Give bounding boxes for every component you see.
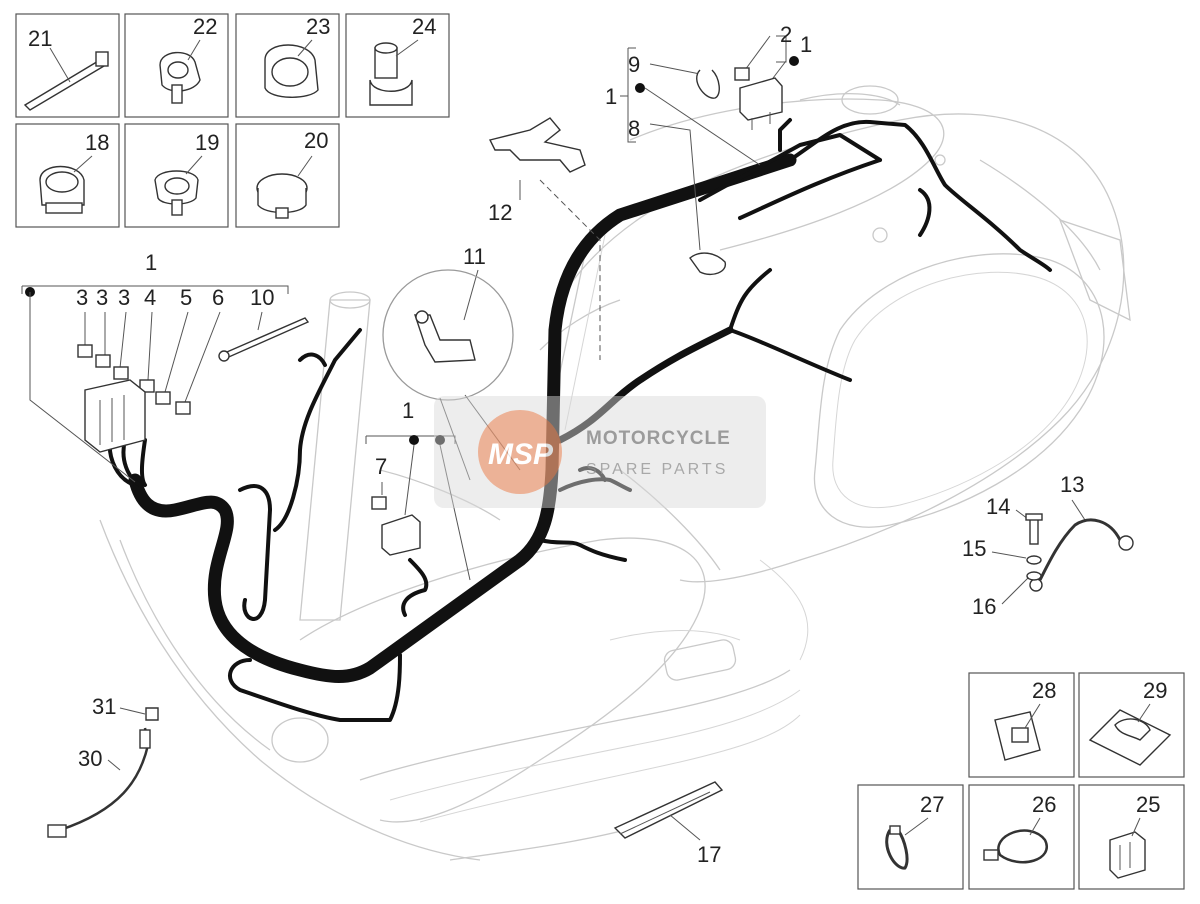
label-20: 20 (304, 128, 328, 153)
label-1-mid: 1 (402, 398, 414, 423)
label-31: 31 (92, 694, 116, 719)
label-13: 13 (1060, 472, 1084, 497)
main-wiring-harness (107, 118, 1052, 722)
floor-strip-17: 17 (613, 781, 724, 867)
label-8: 8 (628, 116, 640, 141)
label-9: 9 (628, 52, 640, 77)
label-30: 30 (78, 746, 102, 771)
label-16: 16 (972, 594, 996, 619)
label-28: 28 (1032, 678, 1056, 703)
label-21: 21 (28, 26, 52, 51)
label-1-fusegroup: 1 (145, 250, 157, 275)
label-23: 23 (306, 14, 330, 39)
label-1-battery: 1 (605, 84, 617, 109)
small-parts-box-22: 22 (124, 13, 229, 118)
watermark: MSP MOTORCYCLE SPARE PARTS (434, 396, 766, 508)
small-parts-box-28: 28 (968, 672, 1075, 778)
label-14: 14 (986, 494, 1010, 519)
small-parts-box-27: 27 (857, 784, 964, 890)
label-6: 6 (212, 285, 224, 310)
label-12: 12 (488, 200, 512, 225)
watermark-title: MOTORCYCLE (586, 428, 731, 449)
small-parts-box-18: 18 (15, 123, 120, 228)
sensor-cable-30-31: 31 30 (47, 694, 159, 838)
label-2: 2 (780, 22, 792, 47)
small-parts-box-25: 25 (1078, 784, 1185, 890)
label-27: 27 (920, 792, 944, 817)
label-22: 22 (193, 14, 217, 39)
small-parts-box-21: 21 (15, 13, 120, 118)
label-26: 26 (1032, 792, 1056, 817)
label-24: 24 (412, 14, 436, 39)
label-3c: 3 (118, 285, 130, 310)
label-1-battery-right: 1 (800, 32, 812, 57)
small-parts-box-29: 29 (1078, 672, 1185, 778)
label-3b: 3 (96, 285, 108, 310)
small-parts-box-23: 23 (235, 13, 340, 118)
label-29: 29 (1143, 678, 1167, 703)
label-10: 10 (250, 285, 274, 310)
label-3a: 3 (76, 285, 88, 310)
watermark-logo-icon (478, 410, 562, 494)
small-parts-box-19: 19 (124, 123, 229, 228)
label-15: 15 (962, 536, 986, 561)
watermark-logo-text: MSP (488, 438, 554, 471)
label-4: 4 (144, 285, 156, 310)
label-18: 18 (85, 130, 109, 155)
watermark-subtitle: SPARE PARTS (586, 461, 728, 478)
fuse-box-group: 1 3 3 3 4 5 6 10 (21, 250, 310, 483)
ground-cable-group: 13 14 15 16 (962, 472, 1134, 619)
label-19: 19 (195, 130, 219, 155)
small-parts-box-20: 20 (235, 123, 340, 228)
small-parts-box-24: 24 (345, 13, 450, 118)
label-7: 7 (375, 454, 387, 479)
label-17: 17 (697, 842, 721, 867)
small-parts-box-26: 26 (968, 784, 1075, 890)
bracket-12: 12 (488, 117, 601, 360)
mid-connector-group: 1 7 (365, 398, 471, 581)
battery-connector-group: 9 1 8 2 1 (605, 22, 812, 276)
label-5: 5 (180, 285, 192, 310)
label-11: 11 (463, 244, 486, 269)
label-25: 25 (1136, 792, 1160, 817)
